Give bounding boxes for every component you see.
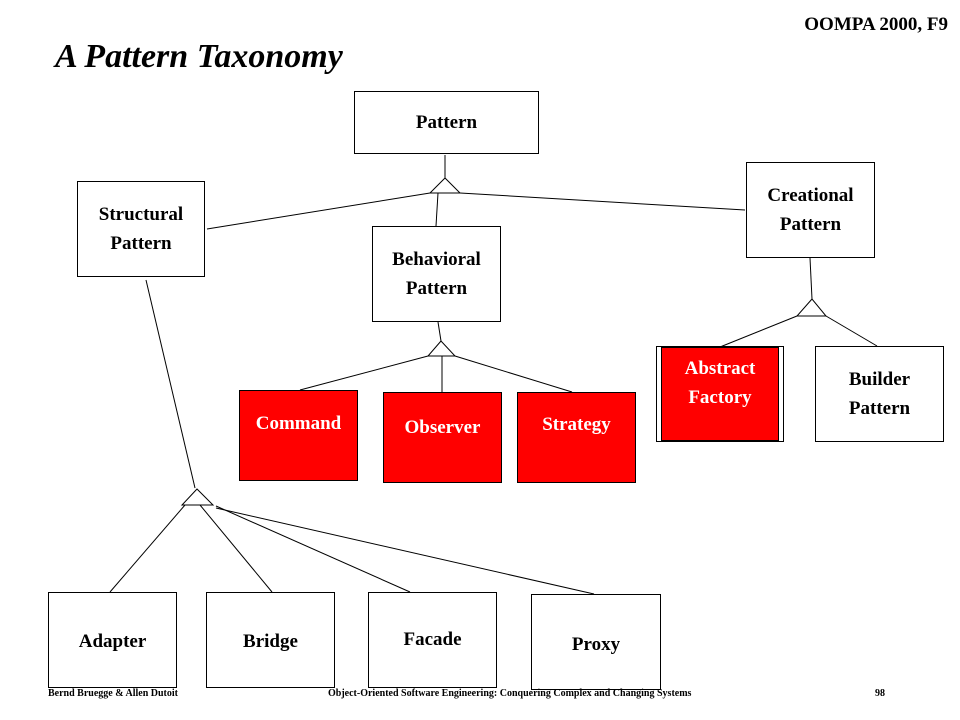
- node-label: Strategy: [542, 414, 611, 435]
- node-builder-pattern: Builder Pattern: [815, 346, 944, 442]
- node-proxy: Proxy: [531, 594, 661, 690]
- node-label: Behavioral Pattern: [392, 249, 481, 299]
- node-label: Bridge: [243, 631, 298, 652]
- node-label: Abstract Factory: [684, 358, 756, 408]
- generalization-triangle: [426, 340, 457, 357]
- slide-title: A Pattern Taxonomy: [55, 38, 343, 75]
- node-strategy: Strategy: [517, 392, 636, 483]
- node-observer: Observer: [383, 392, 502, 483]
- node-label: Pattern: [415, 112, 478, 133]
- node-bridge: Bridge: [206, 592, 335, 688]
- node-facade: Facade: [368, 592, 497, 688]
- node-abstract-factory: Abstract Factory: [661, 347, 779, 441]
- node-label: Command: [255, 413, 342, 434]
- course-label: OOMPA 2000, F9: [804, 14, 948, 35]
- node-label: Observer: [404, 417, 481, 438]
- node-label: Builder Pattern: [848, 369, 911, 419]
- footer-book-title: Object-Oriented Software Engineering: Co…: [328, 688, 692, 699]
- node-label: Proxy: [571, 634, 621, 655]
- node-pattern: Pattern: [354, 91, 539, 154]
- footer-page-number: 98: [875, 688, 885, 699]
- node-abstract-factory-frame: Abstract Factory: [656, 346, 784, 442]
- node-label: Adapter: [78, 631, 147, 652]
- node-behavioral-pattern: Behavioral Pattern: [372, 226, 501, 322]
- generalization-triangle: [428, 177, 462, 194]
- node-structural-pattern: Structural Pattern: [77, 181, 205, 277]
- generalization-triangle: [795, 298, 828, 317]
- node-label: Creational Pattern: [767, 185, 854, 235]
- generalization-triangle: [180, 488, 215, 506]
- node-command: Command: [239, 390, 358, 481]
- node-creational-pattern: Creational Pattern: [746, 162, 875, 258]
- footer-authors: Bernd Bruegge & Allen Dutoit: [48, 688, 178, 699]
- node-label: Facade: [403, 629, 462, 650]
- node-adapter: Adapter: [48, 592, 177, 688]
- node-label: Structural Pattern: [98, 204, 184, 254]
